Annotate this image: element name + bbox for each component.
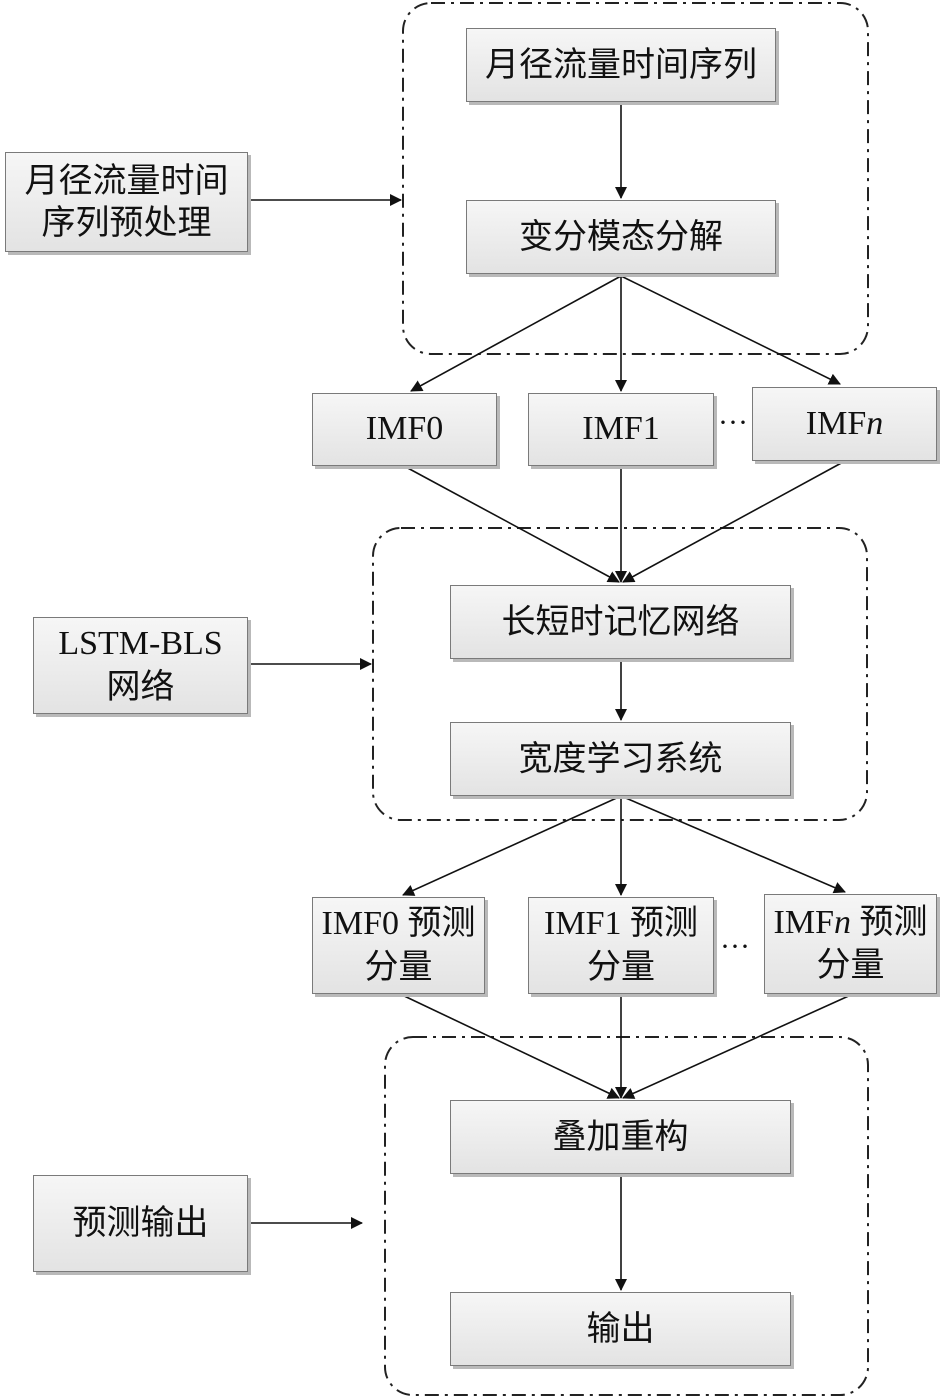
node-imf1-text: IMF1 xyxy=(582,410,660,448)
node-predn-tail: 预测 xyxy=(850,903,928,941)
node-pred0-line2: 分量 xyxy=(364,946,433,987)
arrow-bls-to-pred0 xyxy=(402,795,622,896)
node-imf1: IMF1 xyxy=(528,393,714,466)
arrow-vmd-to-imfn xyxy=(620,275,841,385)
node-reconstruct: 叠加重构 xyxy=(450,1100,791,1174)
arrow-imfn-to-lstm xyxy=(622,460,846,583)
node-vmd: 变分模态分解 xyxy=(466,200,776,274)
group-frame-output xyxy=(384,1036,869,1396)
node-bls: 宽度学习系统 xyxy=(450,722,791,796)
node-bls-text: 宽度学习系统 xyxy=(518,738,723,779)
node-imfn-suffix: n xyxy=(866,404,884,442)
ellipsis-imf: ··· xyxy=(718,406,748,439)
label-preprocess-line1: 月径流量时间 xyxy=(24,160,229,201)
label-network-line2: 网络 xyxy=(106,666,175,707)
node-lstm: 长短时记忆网络 xyxy=(450,585,791,659)
node-reconstruct-text: 叠加重构 xyxy=(552,1116,689,1157)
node-series: 月径流量时间序列 xyxy=(466,28,776,102)
ellipsis-pred: ··· xyxy=(720,930,750,963)
node-lstm-text: 长短时记忆网络 xyxy=(501,601,740,642)
node-pred0-line1: IMF0 预测 xyxy=(321,905,476,942)
label-preprocess-line2: 序列预处理 xyxy=(41,203,212,243)
node-predn-line1: IMFn 预测 xyxy=(774,902,928,945)
arrow-bls-to-predn xyxy=(620,795,846,894)
arrow-vmd-to-imf0 xyxy=(410,275,622,392)
label-preprocess: 月径流量时间 序列预处理 xyxy=(5,152,248,252)
node-predn-prefix: IMF xyxy=(773,903,834,941)
node-vmd-text: 变分模态分解 xyxy=(519,216,723,257)
node-predn-suffix: n xyxy=(833,903,851,941)
node-output-text: 输出 xyxy=(586,1308,655,1349)
label-output-line1: 预测输出 xyxy=(72,1203,209,1244)
arrow-predn-to-reconstruct xyxy=(622,993,854,1099)
node-predn-line2: 分量 xyxy=(816,945,885,985)
node-series-text: 月径流量时间序列 xyxy=(485,44,757,85)
node-imf0: IMF0 xyxy=(312,393,497,466)
group-frame-decomposition xyxy=(402,2,869,355)
label-network: LSTM-BLS 网络 xyxy=(33,617,248,714)
node-imfn-text: IMFn xyxy=(806,403,883,446)
node-predn: IMFn 预测 分量 xyxy=(764,894,937,994)
node-pred1: IMF1 预测 分量 xyxy=(528,897,714,994)
node-imfn: IMFn xyxy=(752,387,937,461)
label-network-line1: LSTM-BLS xyxy=(58,625,223,662)
node-imfn-prefix: IMF xyxy=(805,404,867,442)
node-output: 输出 xyxy=(450,1292,791,1366)
arrow-pred0-to-reconstruct xyxy=(399,993,620,1099)
node-pred0: IMF0 预测 分量 xyxy=(312,897,485,994)
node-pred1-line1: IMF1 预测 xyxy=(544,905,698,942)
node-pred1-line2: 分量 xyxy=(587,946,655,987)
node-imf0-text: IMF0 xyxy=(365,410,444,448)
label-output: 预测输出 xyxy=(33,1175,248,1272)
arrow-imf0-to-lstm xyxy=(403,465,620,583)
